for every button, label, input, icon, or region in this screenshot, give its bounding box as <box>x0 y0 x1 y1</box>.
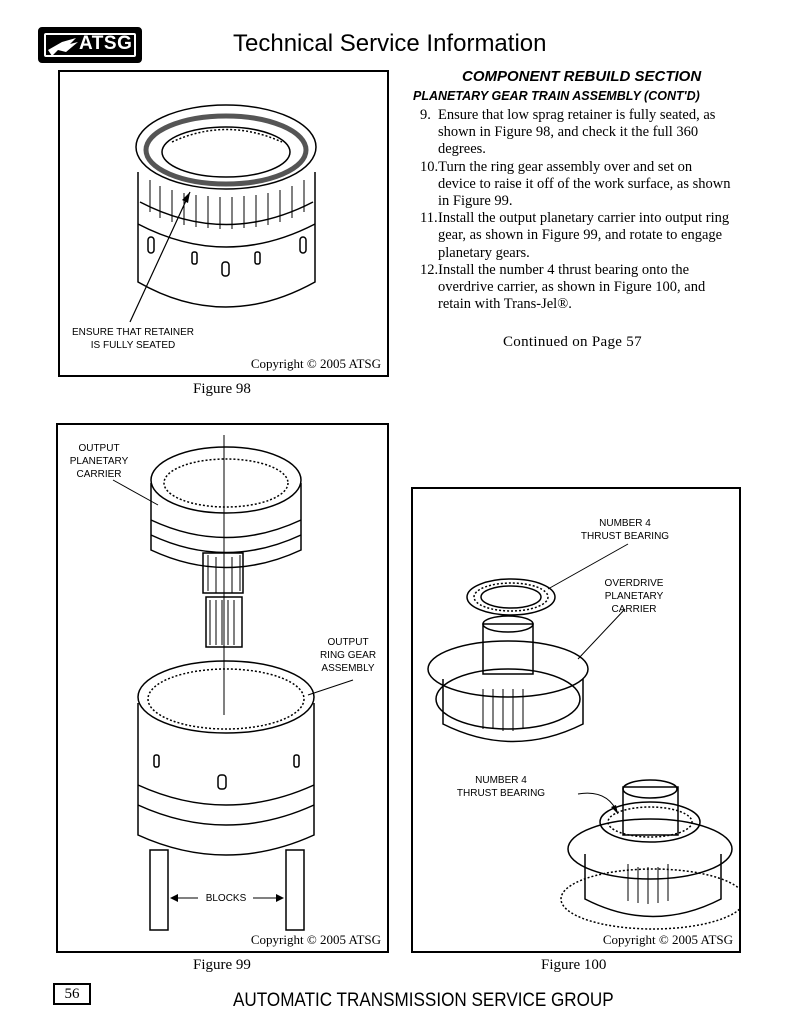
fig98-copyright: Copyright © 2005 ATSG <box>250 356 381 371</box>
fig99-label-blocks: BLOCKS <box>205 893 247 904</box>
fig98-label: ENSURE THAT RETAINER IS FULLY SEATED <box>71 327 195 351</box>
fig99-copyright: Copyright © 2005 ATSG <box>250 932 381 947</box>
figure-100-caption: Figure 100 <box>541 957 607 973</box>
atsg-logo: ATSG <box>38 27 142 63</box>
logo-text: ATSG <box>79 33 133 54</box>
fig100-label-bearing-bottom: NUMBER 4 THRUST BEARING <box>456 775 546 799</box>
fig99-label-ring: OUTPUT RING GEAR ASSEMBLY <box>319 637 377 674</box>
figure-99-box: OUTPUT PLANETARY CARRIER OUTPUT RING GEA… <box>56 423 389 953</box>
figure-99-caption: Figure 99 <box>193 957 251 973</box>
fig100-label-bearing-top: NUMBER 4 THRUST BEARING <box>580 518 670 542</box>
fig99-label-carrier: OUTPUT PLANETARY CARRIER <box>69 443 129 480</box>
figure-99-drawing <box>112 435 354 931</box>
page-number: 56 <box>53 983 91 1005</box>
fig100-label-od-carrier: OVERDRIVE PLANETARY CARRIER <box>604 578 664 615</box>
continued-note: Continued on Page 57 <box>503 334 642 350</box>
steps-list: 9.Ensure that low sprag retainer is full… <box>412 107 732 313</box>
fig100-copyright: Copyright © 2005 ATSG <box>602 932 733 947</box>
footer-text: AUTOMATIC TRANSMISSION SERVICE GROUP <box>233 990 614 1011</box>
step-item: 10.Turn the ring gear assembly over and … <box>420 158 731 210</box>
figure-98-drawing <box>129 104 317 323</box>
step-item: 11.Install the output planetary carrier … <box>420 210 730 261</box>
step-item: 9.Ensure that low sprag retainer is full… <box>420 107 716 158</box>
step-item: 12.Install the number 4 thrust bearing o… <box>420 261 706 313</box>
figure-100-drawing <box>427 543 739 930</box>
page-title: Technical Service Information <box>233 30 547 57</box>
section-heading: COMPONENT REBUILD SECTION <box>462 68 702 85</box>
section-subheading: PLANETARY GEAR TRAIN ASSEMBLY (CONT'D) <box>413 89 700 103</box>
figure-100-box: NUMBER 4 THRUST BEARING OVERDRIVE PLANET… <box>411 487 741 953</box>
eagle-icon <box>48 38 78 56</box>
figure-98-caption: Figure 98 <box>193 381 251 397</box>
figure-98-box: ENSURE THAT RETAINER IS FULLY SEATED Cop… <box>58 70 389 377</box>
